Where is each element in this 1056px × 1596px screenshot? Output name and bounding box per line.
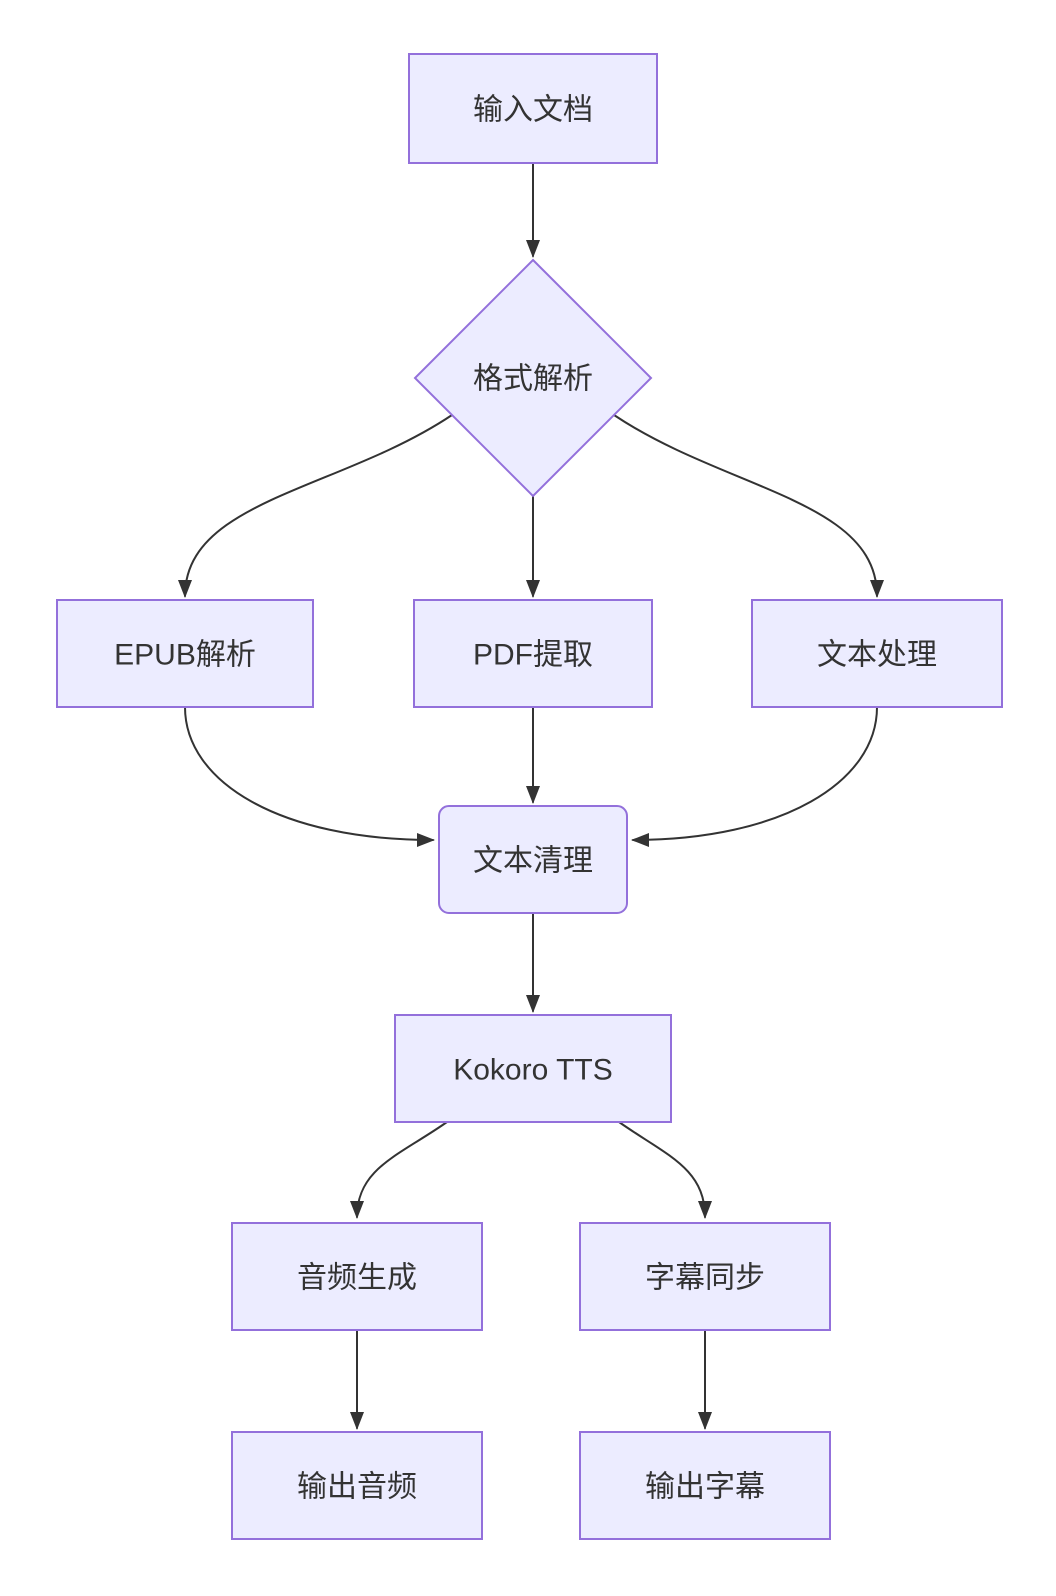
edge-format-parse-to-epub-parse [178, 414, 453, 598]
node-pdf-extract-label: PDF提取 [473, 639, 593, 672]
node-text-clean-shape [438, 805, 628, 914]
node-format-parse-label: 格式解析 [473, 363, 593, 396]
edge-epub-parse-to-text-clean [184, 706, 435, 847]
node-audio-gen-shape [231, 1222, 483, 1331]
node-output-subtitle-label: 输出字幕 [645, 1471, 765, 1504]
node-text-process: 文本处理 [751, 599, 1003, 708]
node-subtitle-sync: 字幕同步 [579, 1222, 831, 1331]
node-kokoro-tts-label: Kokoro TTS [453, 1054, 613, 1087]
node-input-doc-shape [408, 53, 658, 164]
node-output-audio-label: 输出音频 [297, 1471, 417, 1504]
node-epub-parse: EPUB解析 [56, 599, 314, 708]
node-pdf-extract: PDF提取 [413, 599, 653, 708]
edge-kokoro-tts-to-audio-gen [350, 1121, 448, 1219]
node-output-audio-shape [231, 1431, 483, 1540]
node-format-parse: 格式解析 [413, 258, 653, 498]
node-kokoro-tts: Kokoro TTS [394, 1014, 672, 1123]
node-text-process-label: 文本处理 [817, 639, 937, 672]
node-format-parse-shape [413, 258, 653, 498]
node-subtitle-sync-shape [579, 1222, 831, 1331]
edge-text-process-to-text-clean [631, 706, 878, 847]
node-text-clean: 文本清理 [438, 805, 628, 914]
edge-format-parse-to-text-process [613, 414, 884, 598]
node-kokoro-tts-shape [394, 1014, 672, 1123]
node-subtitle-sync-label: 字幕同步 [645, 1262, 765, 1295]
node-input-doc: 输入文档 [408, 53, 658, 164]
edge-kokoro-tts-to-subtitle-sync [618, 1121, 712, 1219]
node-epub-parse-label: EPUB解析 [114, 639, 256, 672]
node-output-subtitle-shape [579, 1431, 831, 1540]
node-input-doc-label: 输入文档 [473, 94, 593, 127]
node-epub-parse-shape [56, 599, 314, 708]
node-audio-gen: 音频生成 [231, 1222, 483, 1331]
node-text-clean-label: 文本清理 [473, 845, 593, 878]
node-audio-gen-label: 音频生成 [297, 1262, 417, 1295]
edge-layer [178, 162, 884, 1430]
node-output-audio: 输出音频 [231, 1431, 483, 1540]
node-output-subtitle: 输出字幕 [579, 1431, 831, 1540]
node-pdf-extract-shape [413, 599, 653, 708]
node-text-process-shape [751, 599, 1003, 708]
